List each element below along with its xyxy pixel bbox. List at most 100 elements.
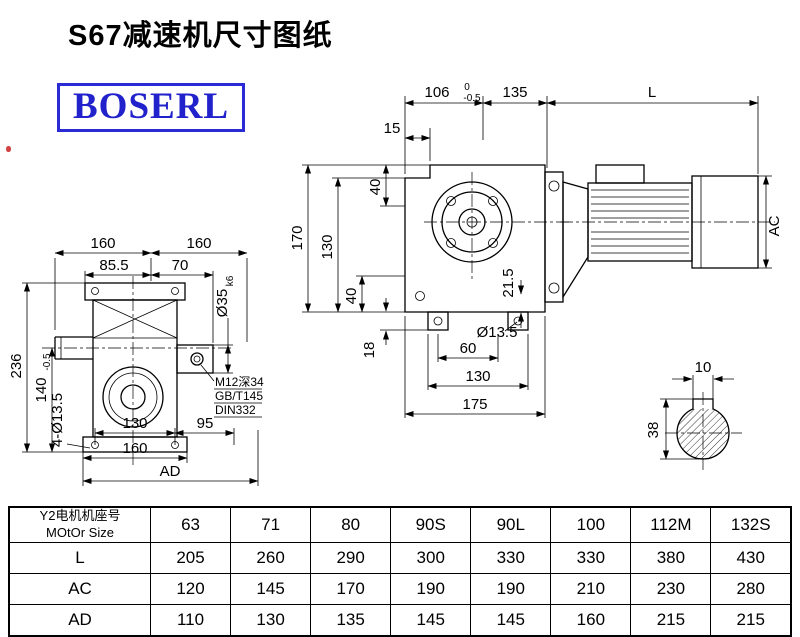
terminal-box <box>595 164 645 184</box>
motor-size-table: Y2电机机座号 MOtOr Size 63 71 80 90S 90L 100 … <box>8 506 792 637</box>
table-cell: 280 <box>710 572 792 605</box>
dim-label-130-side: 130 <box>319 234 336 259</box>
dim-label-135: 135 <box>502 84 527 101</box>
dim-label-AC: AC <box>766 215 783 236</box>
dimension-lines <box>23 99 770 485</box>
section-extension-lines <box>660 375 714 460</box>
shaft-end-tap-hole-minor <box>193 355 201 363</box>
row-label: AD <box>8 603 151 637</box>
table-header-motor-size: Y2电机机座号 MOtOr Size <box>8 506 151 543</box>
table-cell: 190 <box>470 572 552 605</box>
dim-label-AD: AD <box>160 463 181 480</box>
callout-label-4xdia13-5: 4-Ø13.5 <box>49 393 66 447</box>
gearbox-body-outline <box>404 164 546 313</box>
callout-label-dia13-5: Ø13.5 <box>477 324 518 341</box>
table-cell: 300 <box>390 541 472 574</box>
thread-note-underlines <box>214 388 262 418</box>
table-cell: 210 <box>550 572 632 605</box>
dim-label-dia35-fit: k6 <box>225 275 236 286</box>
brand-logo-text: BOSERL <box>73 86 230 127</box>
dim-label-170: 170 <box>289 225 306 250</box>
hole-callout-leader <box>504 321 518 332</box>
table-cell: 120 <box>149 572 232 605</box>
dim-label-160-right: 160 <box>186 235 211 252</box>
thread-note-gb: GB/T145 <box>215 389 263 403</box>
bolt-hole <box>446 196 456 206</box>
foot-right <box>507 311 529 331</box>
dim-label-95: 95 <box>197 415 214 432</box>
dim-label-130-bottom: 130 <box>465 368 490 385</box>
dim-label-18: 18 <box>361 342 378 359</box>
table-header-en: MOtOr Size <box>46 524 114 540</box>
front-view-gearbox <box>404 164 572 331</box>
dim-label-40-bottom: 40 <box>343 288 360 305</box>
dim-label-106-tol-upper: 0 <box>464 82 470 93</box>
motor-frame-cell: 90L <box>470 506 552 543</box>
row-label: AC <box>8 572 151 605</box>
dim-label-L: L <box>648 84 656 101</box>
motor-cooling-fins <box>591 189 689 254</box>
page-title: S67减速机尺寸图纸 <box>68 20 333 52</box>
motor-frame-cell: 100 <box>550 506 632 543</box>
dimension-labels: 106 0 -0.5 135 L 15 170 130 40 40 18 21.… <box>8 82 783 480</box>
table-cell: 135 <box>310 603 392 637</box>
table-cell: 380 <box>630 541 712 574</box>
red-mark <box>6 146 11 152</box>
table-cell: 215 <box>710 603 792 637</box>
thread-note-din: DIN332 <box>215 403 256 417</box>
motor-frame-cell: 90S <box>390 506 472 543</box>
shaft-stub <box>176 344 214 374</box>
dim-label-140-tol: -0.5 <box>42 353 53 371</box>
housing-hole <box>415 291 425 301</box>
bolt-hole <box>446 238 456 248</box>
foot-left <box>427 311 449 331</box>
dim-label-85-5: 85.5 <box>99 257 128 274</box>
table-header-row: Y2电机机座号 MOtOr Size 63 71 80 90S 90L 100 … <box>8 506 792 543</box>
table-cell: 145 <box>470 603 552 637</box>
motor-frame-cell: 71 <box>230 506 312 543</box>
dim-label-dia35: Ø35 <box>214 289 231 317</box>
dim-label-160-left: 160 <box>90 235 115 252</box>
flange-bolt-hole <box>171 287 179 295</box>
rib-cross-brace <box>92 299 178 339</box>
dim-label-160-base: 160 <box>122 440 147 457</box>
dim-label-106: 106 <box>424 84 449 101</box>
table-cell: 430 <box>710 541 792 574</box>
dim-label-236: 236 <box>8 353 25 378</box>
dim-label-21-5: 21.5 <box>500 268 517 297</box>
table-cell: 145 <box>230 572 312 605</box>
top-flange <box>84 282 186 301</box>
table-cell: 290 <box>310 541 392 574</box>
table-cell: 130 <box>230 603 312 637</box>
table-cell: 215 <box>630 603 712 637</box>
table-cell: 205 <box>149 541 232 574</box>
dim-label-140: 140 <box>33 377 50 402</box>
dim-label-38: 38 <box>645 422 662 439</box>
table-cell: 330 <box>550 541 632 574</box>
motor-frame-cell: 132S <box>710 506 792 543</box>
technical-drawing: 106 0 -0.5 135 L 15 170 130 40 40 18 21.… <box>8 82 783 486</box>
dim-label-10: 10 <box>695 359 712 376</box>
table-cell: 190 <box>390 572 472 605</box>
table-cell: 230 <box>630 572 712 605</box>
motor-frame-cell: 112M <box>630 506 712 543</box>
motor-frame-cell: 80 <box>310 506 392 543</box>
brand-logo: BOSERL <box>57 83 246 132</box>
bolt-hole <box>488 238 498 248</box>
motor-assembly <box>544 164 775 303</box>
dim-label-130-base: 130 <box>122 415 147 432</box>
dim-label-70: 70 <box>172 257 189 274</box>
table-cell: 170 <box>310 572 392 605</box>
flange-bolt <box>548 180 560 192</box>
shaft-section-view <box>665 392 742 470</box>
base-plate <box>82 436 188 453</box>
thread-note-m12: M12深34 <box>215 375 264 389</box>
row-label: L <box>8 541 151 574</box>
motor-flange <box>544 171 564 303</box>
centerlines <box>424 172 572 280</box>
dim-label-60: 60 <box>460 340 477 357</box>
motor-adapter <box>562 181 589 300</box>
table-cell: 260 <box>230 541 312 574</box>
table-cell: 110 <box>149 603 232 637</box>
dim-label-15: 15 <box>384 120 401 137</box>
